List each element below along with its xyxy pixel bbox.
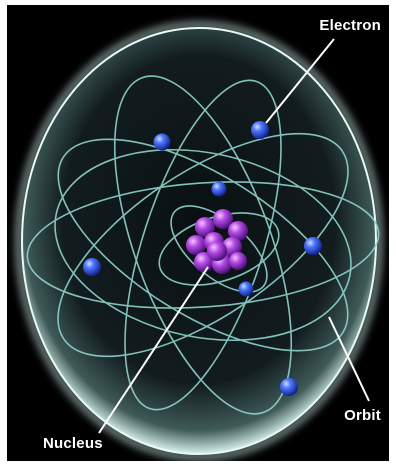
electron [154, 134, 171, 151]
electron-label: Electron [319, 17, 381, 34]
orbit-label: Orbit [344, 407, 381, 424]
electron [239, 282, 254, 297]
electron [251, 121, 269, 139]
nucleon [207, 241, 227, 261]
nucleon [229, 252, 247, 270]
electron [280, 378, 298, 396]
nucleus-label: Nucleus [43, 435, 103, 452]
electron [212, 182, 227, 197]
atom-illustration [7, 5, 389, 461]
electron [304, 237, 322, 255]
nucleon [186, 235, 206, 255]
electron [83, 258, 101, 276]
diagram-panel: Electron Orbit Nucleus [7, 5, 389, 461]
